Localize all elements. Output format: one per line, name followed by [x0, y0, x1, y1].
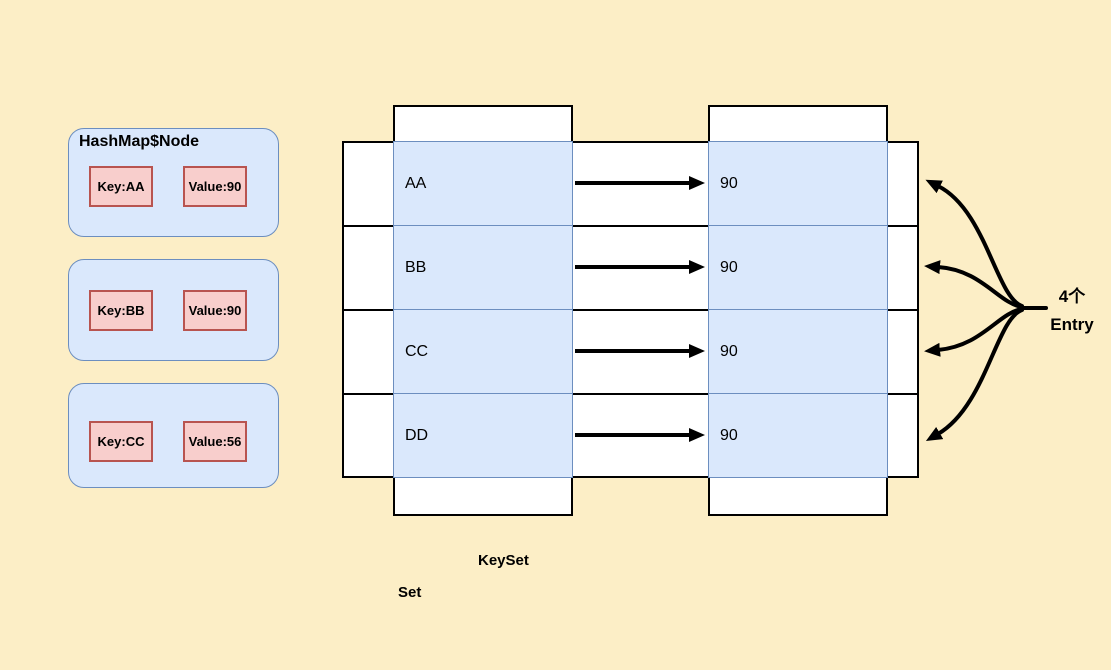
node-title: HashMap$Node [79, 133, 200, 150]
keyset-cell: DD [394, 393, 572, 477]
hashmap-node-box-3: Key:CC Value:56 [68, 383, 279, 488]
entry-count-label: 4个 Entry [1036, 283, 1108, 339]
entry-arrow-row1 [925, 179, 1024, 308]
value-column: 90 90 90 90 [708, 141, 888, 478]
node3-value-box: Value:56 [183, 421, 247, 462]
entry-arrow-row2 [924, 260, 1024, 309]
keyset-label: KeySet [478, 552, 529, 569]
node3-key-box: Key:CC [89, 421, 153, 462]
row-divider [344, 393, 917, 395]
hashmap-node-box-1: HashMap$Node Key:AA Value:90 [68, 128, 279, 237]
value-cell: 90 [709, 225, 887, 309]
value-cell: 90 [709, 309, 887, 393]
node2-value-box: Value:90 [183, 290, 247, 331]
row-divider [344, 225, 917, 227]
entry-arrow-row4 [925, 308, 1024, 442]
set-label: Set [398, 584, 422, 601]
entry-fan-arrows [924, 179, 1048, 442]
node2-key-box: Key:BB [89, 290, 153, 331]
entry-word: Entry [1050, 315, 1094, 334]
keyset-column: AA BB CC DD [393, 141, 573, 478]
entry-arrow-row3 [924, 307, 1024, 357]
entry-count: 4个 [1058, 287, 1086, 306]
value-cell: 90 [720, 174, 738, 192]
row-divider [344, 309, 917, 311]
node1-key-box: Key:AA [89, 166, 153, 207]
node1-value-box: Value:90 [183, 166, 247, 207]
hashmap-node-box-2: Key:BB Value:90 [68, 259, 279, 361]
keyset-cell: BB [394, 225, 572, 309]
value-cell: 90 [709, 393, 887, 477]
keyset-cell: CC [394, 309, 572, 393]
keyset-cell: AA [405, 174, 427, 192]
